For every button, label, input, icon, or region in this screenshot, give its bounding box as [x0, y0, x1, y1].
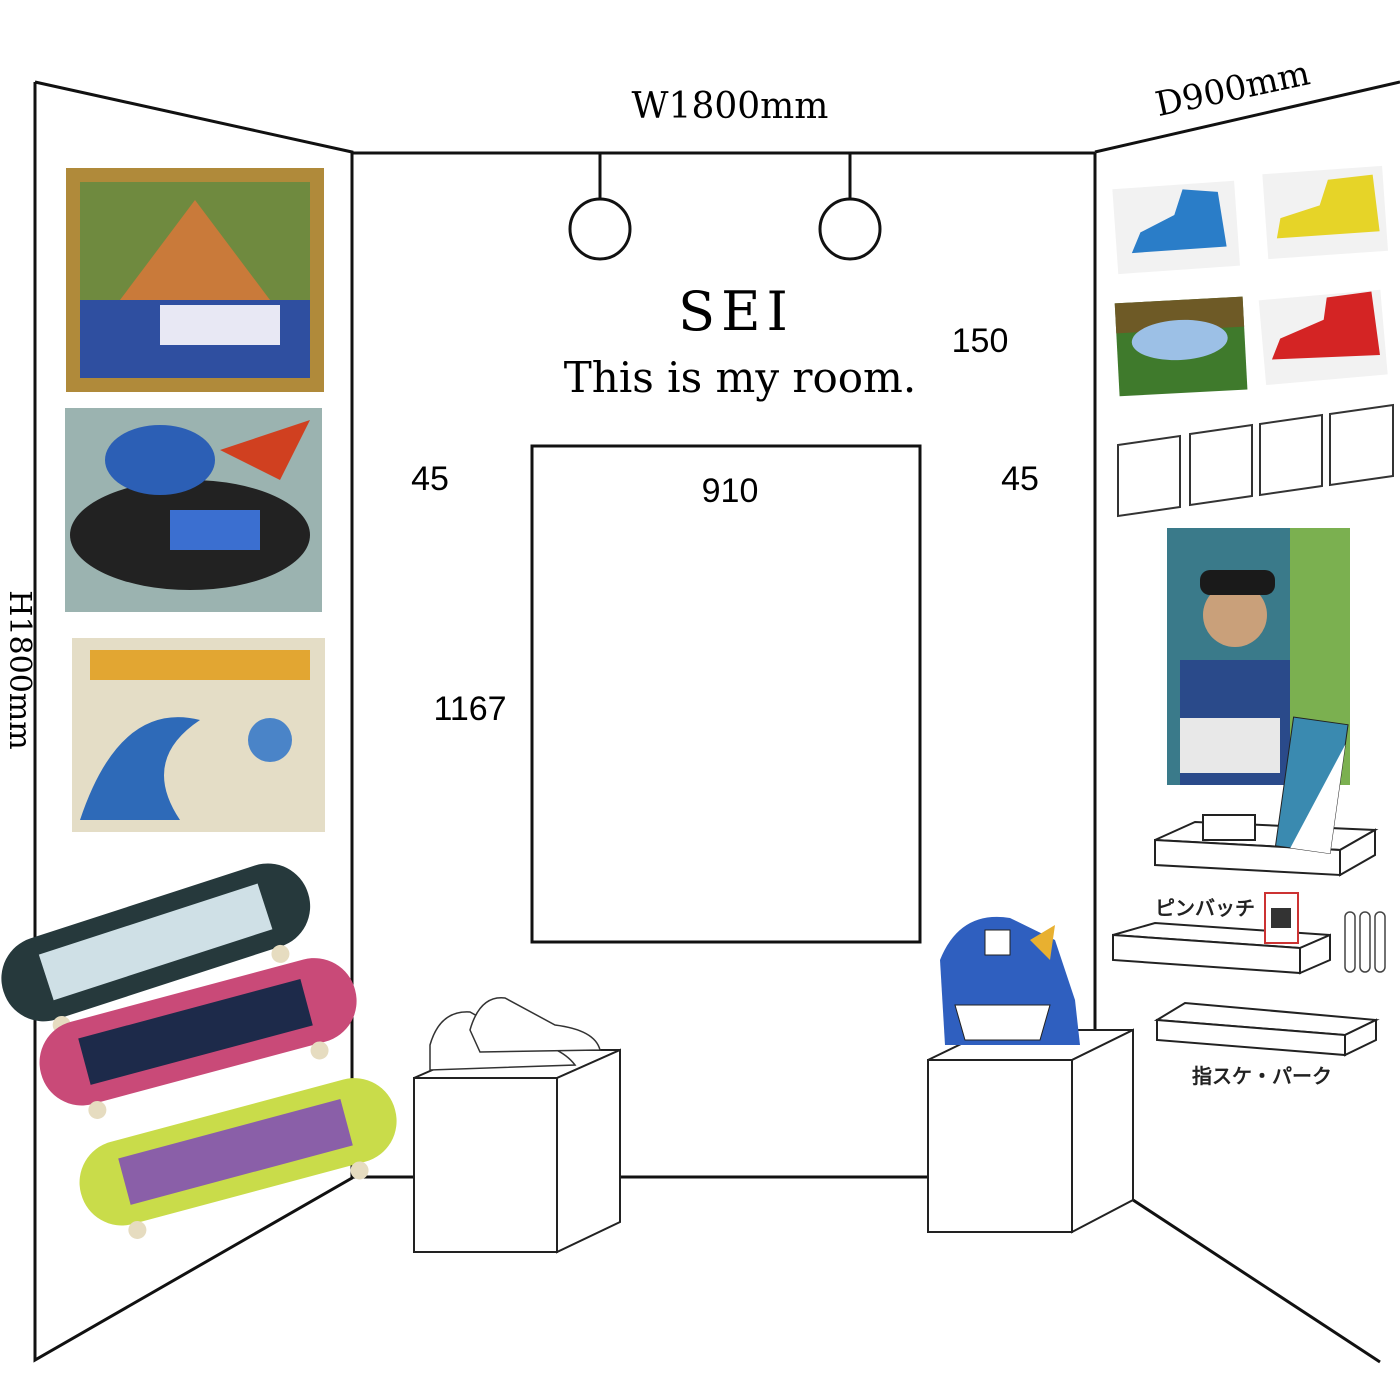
poster: [1167, 528, 1350, 785]
qr-code-icon: [1271, 908, 1291, 928]
screen-height-label: 1167: [433, 690, 506, 728]
sneaker-art-red: [1258, 289, 1388, 386]
left-pedestal: [413, 997, 621, 1254]
sneaker-art-yellow: [1262, 165, 1388, 260]
top-margin-label: 150: [952, 322, 1009, 360]
booth-walls: [33, 80, 1400, 1364]
height-dimension: H1800mm: [2, 590, 37, 749]
painting-blue-shark: [65, 408, 322, 612]
right-wall-floor: [1132, 1198, 1381, 1364]
empty-frames: [1117, 403, 1394, 518]
depth-dimension: D900mm: [1152, 53, 1314, 125]
right-wall-artworks: [1112, 165, 1394, 785]
width-dimension: W1800mm: [632, 86, 829, 127]
graffiti-art-green: [1114, 296, 1248, 397]
artist-name: SEI: [678, 280, 794, 343]
spotlight-icon: [818, 197, 882, 261]
spotlight-icon: [568, 197, 632, 261]
keychains: [1344, 911, 1386, 973]
skateboard-lime: [79, 1078, 397, 1239]
middle-shelf: [1112, 892, 1331, 975]
right-pedestal: [927, 916, 1134, 1234]
screen-width-label: 910: [702, 472, 759, 510]
skateboard-pink: [39, 958, 357, 1119]
painting-wave: [72, 638, 325, 832]
finger-skate-park-label: 指スケ・パーク: [1192, 1064, 1332, 1088]
book: [1274, 716, 1349, 855]
sneaker-sketch: [429, 997, 601, 1071]
top-shelf: [1154, 716, 1379, 877]
bottom-shelf: [1153, 1001, 1380, 1057]
skateboards: [1, 863, 397, 1239]
center-panel: [530, 444, 922, 944]
pin-badge-label: ピンバッチ: [1155, 897, 1255, 920]
spotlights: [568, 153, 882, 261]
room-subtitle: This is my room.: [564, 353, 916, 402]
card-stack: [1202, 814, 1256, 841]
shark-head-sculpture: [940, 916, 1080, 1045]
sneaker-art-blue: [1112, 180, 1240, 275]
right-wall-top: [1094, 80, 1400, 154]
shelves: [1112, 716, 1386, 1057]
left-margin-label: 45: [411, 460, 449, 498]
right-margin-label: 45: [1001, 460, 1039, 498]
framed-painting-japan: [66, 168, 324, 392]
left-wall-artworks: [65, 168, 325, 832]
skateboard-teal: [1, 863, 311, 1034]
